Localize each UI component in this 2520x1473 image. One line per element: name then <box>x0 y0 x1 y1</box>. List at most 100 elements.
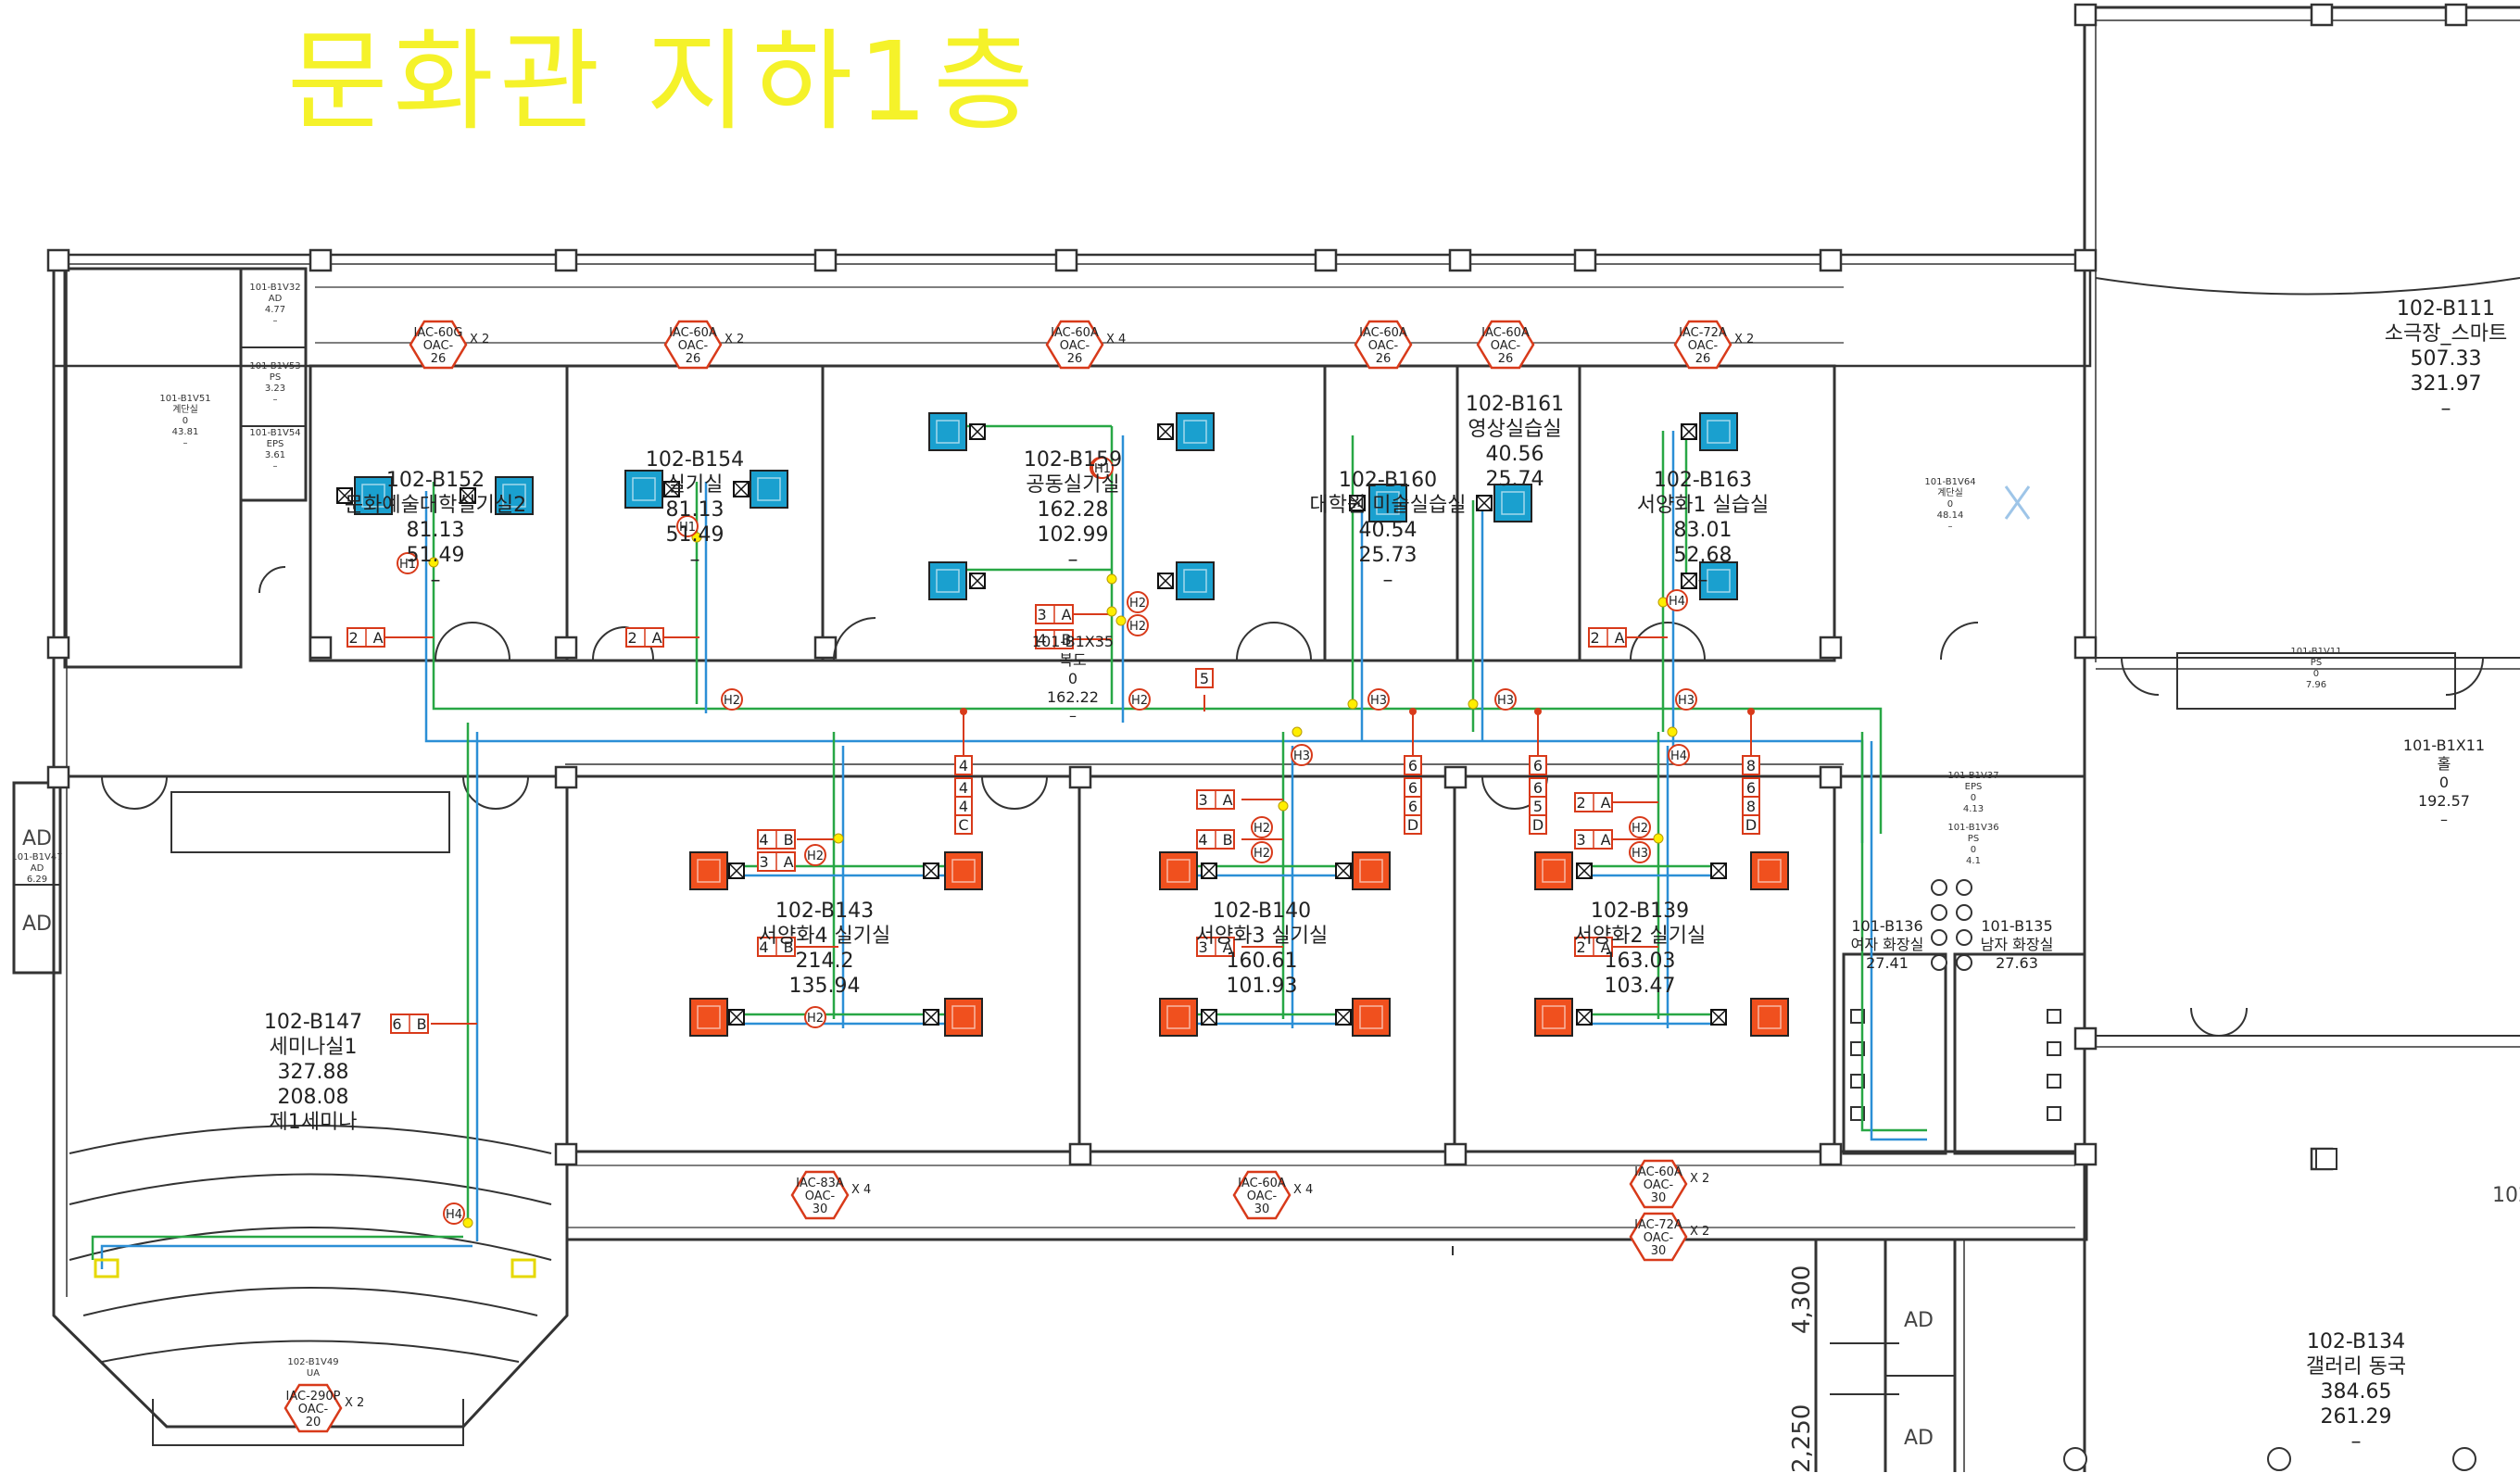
tag-box: 4 B <box>1196 829 1235 850</box>
room-label-line: 영상실습실 <box>1468 418 1562 441</box>
room-label-line: – <box>1069 707 1077 724</box>
shaft-label-line: AD <box>268 294 283 304</box>
h-marker: H4 <box>443 1202 465 1225</box>
room-label-line: 101-B1X11 <box>2402 736 2486 754</box>
shaft-label-line: 0 <box>1970 793 1977 803</box>
outdoor-unit-model: IAC-60A <box>1481 326 1530 340</box>
room-label-line: 51.49 <box>406 544 465 567</box>
shaft-label-line: 3.61 <box>264 450 286 460</box>
tag-box: D <box>1404 814 1422 835</box>
outdoor-unit-number: 26 <box>1695 352 1711 366</box>
h-marker: H2 <box>804 1006 826 1028</box>
indoor-unit-cooling <box>495 476 534 515</box>
h-marker-text: H2 <box>1129 620 1146 634</box>
outdoor-unit-label: OAC- <box>1491 339 1521 353</box>
shaft-label-line: 101-B1V37 <box>1947 771 1999 781</box>
h-marker-text: H2 <box>807 1012 824 1026</box>
shaft-label-line: 101-B1V51 <box>159 394 211 404</box>
room-label-line: 제1세미나 <box>269 1111 358 1134</box>
tag-box: 8 <box>1742 755 1760 775</box>
h-marker-text: H4 <box>1670 749 1687 763</box>
tag-text: 6 <box>1746 779 1756 797</box>
outdoor-unit-model: IAC-60A <box>1634 1165 1682 1179</box>
room-label-line: 507.33 <box>2410 347 2482 371</box>
tag-box: 6 <box>1529 755 1547 775</box>
restroom-fixtures <box>1850 879 2476 1471</box>
outdoor-unit-model: IAC-83A <box>796 1177 844 1190</box>
indoor-unit-cooling <box>928 561 967 600</box>
indoor-unit-cooling <box>1699 412 1738 451</box>
h-marker: H2 <box>1251 841 1273 863</box>
room-label-line: 102-B139 <box>1590 900 1690 923</box>
shaft-label-line: 6.29 <box>26 875 48 885</box>
shaft-label-line: 0 <box>1970 845 1977 855</box>
shaft-label-line: 4.13 <box>1962 804 1984 814</box>
room-label-line: 101-B136 <box>1851 917 1923 935</box>
tag-box: C <box>954 814 973 835</box>
valve-box-icon <box>1157 423 1174 440</box>
tag-text: 4 <box>959 798 968 815</box>
shaft-label-line: PS <box>2310 658 2323 668</box>
shaft-label-line: 101-B1V32 <box>249 283 301 293</box>
valve-box-icon <box>969 423 986 440</box>
shaft-label-line: 4.77 <box>264 305 286 315</box>
outdoor-unit-qty: X 2 <box>724 333 744 346</box>
room-label-line: 102-B143 <box>775 900 875 923</box>
h-marker: H3 <box>1675 688 1697 711</box>
indoor-unit-heating <box>689 851 728 890</box>
outdoor-unit-label: OAC- <box>678 339 709 353</box>
shaft-label-line: EPS <box>1964 782 1983 792</box>
tag-box: 8 <box>1742 796 1760 816</box>
tag-text: 6 <box>1408 798 1418 815</box>
room-label-line: 135.94 <box>788 975 861 998</box>
ad-label: AD <box>22 913 52 936</box>
valve-box-icon <box>1681 423 1697 440</box>
diffuser-yellow-boxes <box>94 1258 536 1278</box>
room-label-line: 81.13 <box>406 519 465 542</box>
shaft-label-line: 48.14 <box>1936 510 1964 521</box>
h-marker: H3 <box>1367 688 1390 711</box>
outdoor-unit-model: IAC-60A <box>1359 326 1407 340</box>
outdoor-unit-label: OAC- <box>1688 339 1719 353</box>
indoor-unit-cooling <box>1176 412 1215 451</box>
room-label-line: 서양화3 실기실 <box>1195 925 1329 948</box>
room-label-line: 51.49 <box>665 523 724 547</box>
tag-text: 3 A <box>759 853 793 871</box>
outdoor-unit-number: 26 <box>1067 352 1083 366</box>
ad-label: AD <box>22 827 52 850</box>
shaft-label-line: AD <box>30 863 44 874</box>
room-label-line: 남자 화장실 <box>1980 936 2054 953</box>
indoor-unit-cooling <box>1699 561 1738 600</box>
room-label-line: 갤러리 동국 <box>2305 1355 2407 1379</box>
room-label-line: – <box>2350 1430 2362 1454</box>
valve-box-icon <box>1710 1009 1727 1026</box>
h-marker-text: H3 <box>1678 694 1695 708</box>
shaft-label-line: – <box>1947 522 1953 532</box>
outdoor-unit-number: 26 <box>431 352 447 366</box>
outdoor-unit-label: OAC- <box>1247 1190 1278 1203</box>
room-label-line: 261.29 <box>2320 1405 2392 1429</box>
indoor-unit-heating <box>1750 998 1789 1037</box>
outdoor-unit-number: 20 <box>306 1416 321 1429</box>
h-marker-text: H1 <box>679 521 696 535</box>
h-marker-text: H4 <box>446 1208 462 1222</box>
tag-box: 3 A <box>1574 829 1613 850</box>
outdoor-unit-qty: X 2 <box>1690 1172 1709 1186</box>
shaft-label-line: 43.81 <box>171 427 199 437</box>
outdoor-unit-qty: X 2 <box>1734 333 1754 346</box>
